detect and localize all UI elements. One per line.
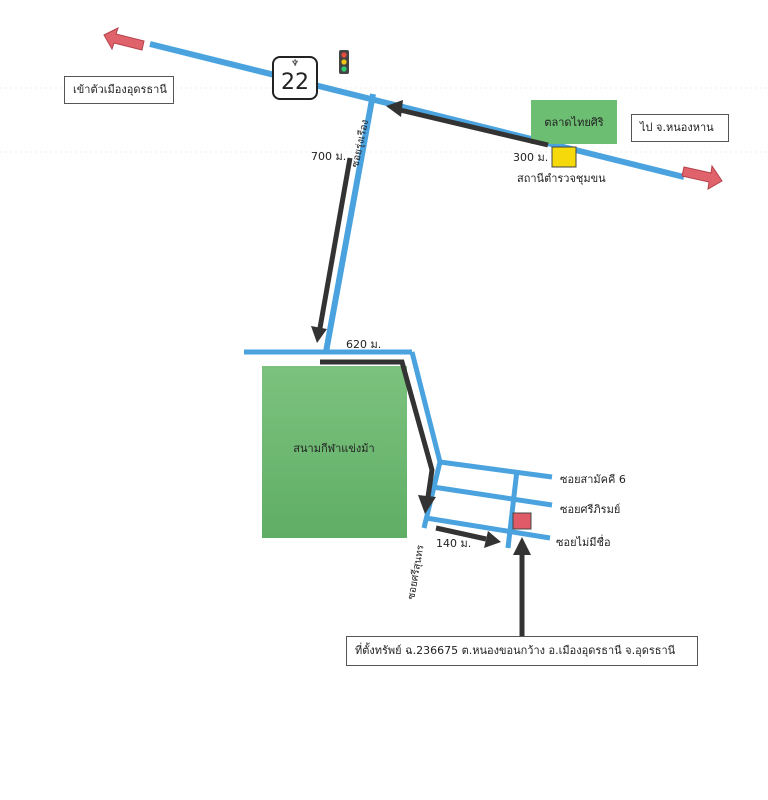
traffic-light-green — [341, 66, 347, 72]
distance-300-label: 300 ม. — [513, 151, 548, 164]
route-arrowhead-icon — [418, 495, 436, 514]
soi-no-name-label: ซอยไม่มีชื่อ — [556, 534, 611, 549]
property-location-label: ที่ตั้งทรัพย์ ฉ.236675 ต.หนองขอนกว้าง อ.… — [346, 636, 698, 666]
distance-700-label: 700 ม. — [311, 150, 346, 163]
highway-emblem-icon: ♆ — [290, 59, 300, 69]
distance-620-label: 620 ม. — [346, 338, 381, 351]
route-arrow-highway — [399, 107, 549, 148]
route-arrowhead-icon — [386, 100, 403, 117]
inner-road — [505, 469, 520, 549]
highway-shield: ♆ 22 — [272, 56, 318, 100]
highway-22-road — [149, 41, 685, 180]
police-station-label: สถานีตำรวจชุมขน — [517, 172, 606, 185]
route-arrowhead-icon — [513, 537, 531, 555]
route-arrow-property — [435, 525, 487, 542]
route-arrowhead-icon — [311, 326, 327, 343]
soi-sirirom-label: ซอยศรีภิรมย์ — [560, 503, 620, 516]
market-label: ตลาดไทยศิริ — [544, 116, 603, 129]
police-station-marker — [551, 146, 577, 168]
stadium-label: สนามกีฬาแข่งม้า — [293, 442, 374, 455]
to-nong-han-label: ไป จ.หนองหาน — [631, 114, 729, 142]
route-arrow-soi — [317, 157, 353, 329]
distance-140-label: 140 ม. — [436, 537, 471, 550]
soi-sirirom-road — [432, 484, 553, 508]
soi-samakkhi-label: ซอยสามัคคี 6 — [560, 473, 626, 486]
to-city-label: เข้าตัวเมืองอุดรธานี — [64, 76, 174, 104]
horse-racing-stadium — [262, 366, 407, 538]
highway-number: 22 — [281, 70, 309, 95]
soi-rung-rueang-road — [323, 93, 376, 353]
arrow-left-icon — [103, 27, 145, 51]
traffic-light-red — [341, 52, 347, 58]
route-arrow-stadium — [320, 359, 435, 498]
traffic-light-yellow — [341, 59, 347, 65]
soi-no-name-road — [425, 515, 551, 541]
soi-srisunthon-label: ซอยศรีสุนทร — [405, 543, 427, 600]
soi-samakkhi-road — [439, 459, 553, 480]
market-area — [531, 100, 617, 144]
arrow-right-icon — [681, 164, 723, 190]
property-marker — [512, 512, 532, 530]
route-arrowhead-icon — [484, 531, 501, 548]
soi-rung-rueang-label: ซอยรุ่งเรือง — [349, 118, 371, 168]
